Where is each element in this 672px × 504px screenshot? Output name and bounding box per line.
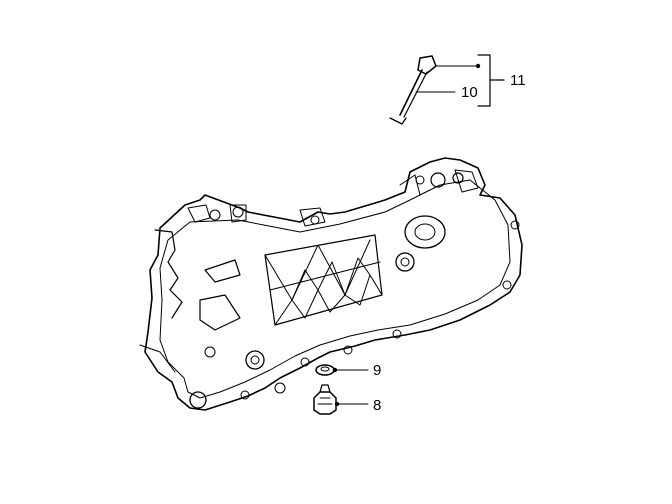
callout-9: 9	[373, 362, 381, 379]
rib-truss	[264, 234, 383, 326]
leader-lines	[332, 54, 505, 407]
crankcase-illustration	[139, 157, 523, 411]
callout-11: 11	[510, 72, 526, 89]
callout-8: 8	[373, 397, 381, 414]
oil-dipstick	[389, 55, 437, 125]
drain-bolt	[313, 384, 337, 415]
callout-10: 10	[461, 84, 478, 101]
sealing-washer	[315, 364, 335, 376]
